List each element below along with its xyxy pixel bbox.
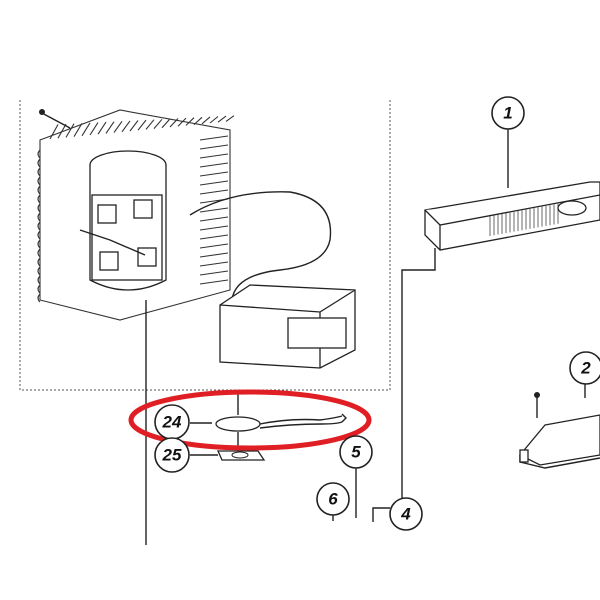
leader-line xyxy=(372,507,390,522)
callout-25[interactable]: 25 xyxy=(154,437,190,473)
callout-4[interactable]: 4 xyxy=(389,497,423,531)
control-box xyxy=(219,284,356,369)
compressor xyxy=(79,150,167,291)
callout-1[interactable]: 1 xyxy=(491,96,525,130)
callout-2[interactable]: 2 xyxy=(569,351,600,385)
callout-24[interactable]: 24 xyxy=(154,404,190,440)
callout-label: 1 xyxy=(503,104,512,123)
part-1-fan-housing xyxy=(424,181,600,251)
part-24-sensor xyxy=(215,413,347,432)
callout-label: 24 xyxy=(162,413,182,432)
highlight-ellipse xyxy=(128,389,372,451)
callout-label: 4 xyxy=(400,505,411,524)
part-25-pad xyxy=(216,450,266,461)
leader-line xyxy=(401,248,436,498)
callout-label: 2 xyxy=(580,359,591,378)
wiring xyxy=(189,191,332,301)
callout-label: 5 xyxy=(351,443,361,462)
callout-label: 25 xyxy=(162,446,182,465)
callout-6[interactable]: 6 xyxy=(316,482,350,516)
part-2-bracket xyxy=(518,392,600,469)
callout-5[interactable]: 5 xyxy=(339,435,373,469)
assembly-boundary xyxy=(19,100,391,391)
callout-label: 6 xyxy=(328,490,338,509)
